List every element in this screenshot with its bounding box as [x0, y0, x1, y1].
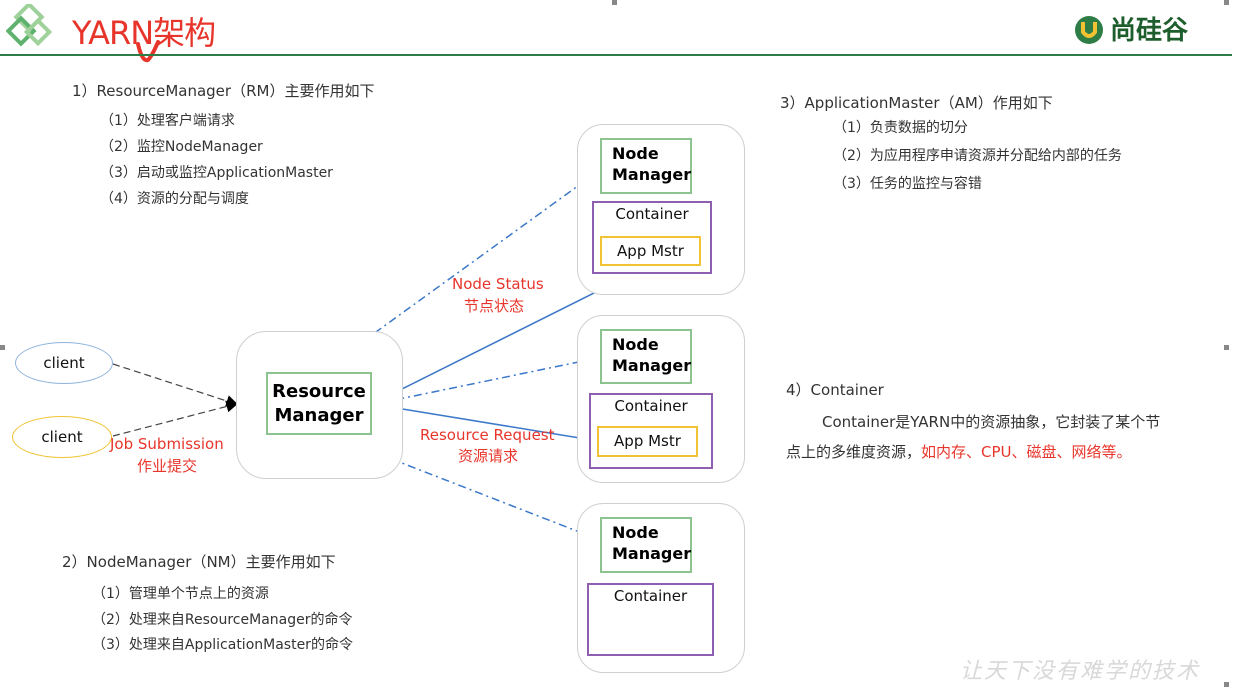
rm-item: （3）启动或监控ApplicationMaster: [100, 165, 333, 181]
client-node: client: [15, 342, 113, 384]
resource-request-arrow: [369, 398, 599, 442]
brand-logo-icon: [1073, 14, 1105, 50]
selection-handle[interactable]: [0, 345, 5, 350]
selection-handle[interactable]: [1224, 345, 1229, 350]
selection-handle[interactable]: [612, 0, 617, 5]
resource-manager-box: Resource Manager: [266, 372, 372, 435]
am-item: （1）负责数据的切分: [833, 120, 968, 136]
red-check-mark: [134, 36, 164, 70]
node-status-arrow: [372, 357, 599, 409]
rm-item: （1）处理客户端请求: [100, 113, 235, 129]
container-desc-line1: Container是YARN中的资源抽象，它封装了某个节: [822, 413, 1161, 431]
nm-heading: 2）NodeManager（NM）主要作用如下: [62, 553, 336, 571]
selection-handle[interactable]: [1224, 682, 1229, 687]
nm-item: （2）处理来自ResourceManager的命令: [92, 612, 353, 628]
am-item: （3）任务的监控与容错: [833, 176, 982, 192]
resource-request-label: Resource Request: [420, 426, 555, 444]
container-desc-highlight: 如内存、CPU、磁盘、网络等。: [921, 443, 1132, 461]
nm-item: （1）管理单个节点上的资源: [92, 586, 269, 602]
footer-slogan: 让天下没有难学的技术: [959, 659, 1200, 684]
node-manager-box: Node Manager: [600, 138, 692, 194]
job-submission-label-cn: 作业提交: [137, 457, 198, 475]
app-master-box: App Mstr: [597, 426, 698, 457]
job-submission-arrow: [112, 363, 239, 407]
app-master-box: App Mstr: [600, 236, 701, 266]
am-item: （2）为应用程序申请资源并分配给内部的任务: [833, 148, 1122, 164]
job-submission-arrow: [112, 400, 239, 437]
rm-heading: 1）ResourceManager（RM）主要作用如下: [72, 82, 375, 100]
header-divider: [0, 54, 1232, 56]
container-heading: 4）Container: [786, 381, 884, 399]
container-box: Container: [587, 583, 714, 656]
node-status-arrow: [319, 169, 601, 373]
node-status-label-cn: 节点状态: [464, 297, 525, 315]
container-desc-line2: 点上的多维度资源，如内存、CPU、磁盘、网络等。: [786, 441, 1132, 462]
nm-item: （3）处理来自ApplicationMaster的命令: [92, 637, 353, 653]
node-manager-box: Node Manager: [600, 329, 692, 384]
client-node: client: [12, 416, 112, 458]
container-desc-text: 点上的多维度资源，: [786, 443, 922, 461]
brand-name: 尚硅谷: [1110, 16, 1189, 46]
resource-request-label-cn: 资源请求: [458, 447, 519, 465]
node-manager-box: Node Manager: [600, 517, 692, 573]
selection-handle[interactable]: [1224, 0, 1229, 5]
rm-item: （4）资源的分配与调度: [100, 191, 249, 207]
rm-item: （2）监控NodeManager: [100, 139, 263, 155]
page-title: YARN架构: [72, 14, 216, 52]
logo-diamond-icon: [5, 1, 62, 56]
am-heading: 3）ApplicationMaster（AM）作用如下: [780, 94, 1053, 112]
node-status-label: Node Status: [452, 275, 544, 293]
job-submission-label: Job Submission: [110, 435, 224, 453]
